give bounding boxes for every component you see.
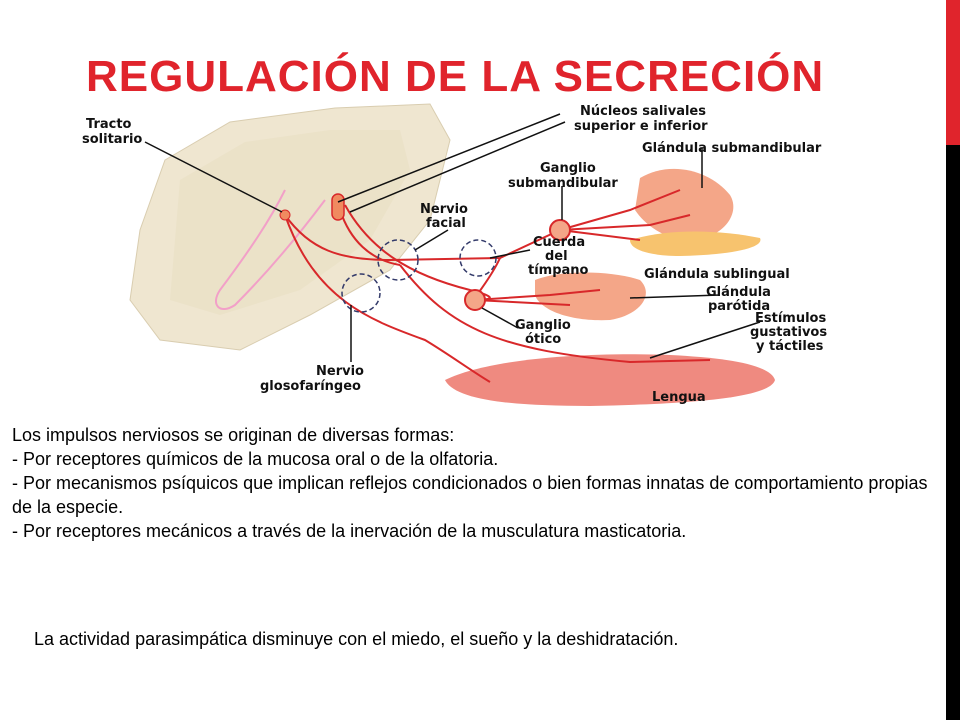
body-line: Los impulsos nerviosos se originan de di… bbox=[12, 425, 455, 445]
label-ganglio-sub-1: Ganglio bbox=[540, 161, 596, 176]
body-line: - Por receptores mecánicos a través de l… bbox=[12, 521, 687, 541]
side-bar bbox=[946, 0, 960, 720]
label-glosofaringeo-2: glosofaríngeo bbox=[260, 379, 361, 394]
label-nervio-facial-1: Nervio bbox=[420, 202, 468, 217]
label-tracto-1: Tracto bbox=[86, 117, 132, 132]
nerve-sections bbox=[341, 239, 497, 313]
body-text: Los impulsos nerviosos se originan de di… bbox=[12, 423, 938, 543]
label-gland-subling: Glándula sublingual bbox=[644, 267, 790, 282]
label-ganglio-otico-1: Ganglio bbox=[515, 318, 571, 333]
label-tracto-2: solitario bbox=[82, 132, 142, 147]
label-estimulos-3: y táctiles bbox=[756, 339, 824, 354]
label-ganglio-sub-2: submandibular bbox=[508, 176, 618, 191]
leader-lines bbox=[144, 113, 761, 362]
label-cuerda-1: Cuerda bbox=[533, 235, 585, 250]
label-lengua: Lengua bbox=[652, 390, 706, 405]
label-parotida-1: Glándula bbox=[706, 285, 771, 300]
label-cuerda-3: tímpano bbox=[528, 263, 589, 278]
label-parotida-2: parótida bbox=[708, 299, 770, 314]
salivary-nucleus bbox=[331, 193, 345, 221]
slide-title: REGULACIÓN DE LA SECRECIÓN bbox=[86, 52, 825, 101]
label-estimulos-1: Estímulos bbox=[755, 311, 826, 326]
parotid-gland bbox=[535, 272, 646, 321]
label-ganglio-otico-2: ótico bbox=[525, 332, 561, 347]
label-nucleos-1: Núcleos salivales bbox=[580, 104, 706, 119]
side-accent bbox=[946, 0, 960, 145]
sublingual-gland bbox=[630, 231, 761, 256]
label-nervio-facial-2: facial bbox=[426, 216, 466, 231]
salivary-regulation-diagram: Tracto solitario Núcleos salivales super… bbox=[82, 103, 827, 406]
label-gland-submand: Glándula submandibular bbox=[642, 141, 822, 156]
label-estimulos-2: gustativos bbox=[750, 325, 827, 340]
body-line: - Por mecanismos psíquicos que implican … bbox=[12, 473, 928, 517]
label-cuerda-2: del bbox=[545, 249, 568, 264]
solitary-tract-cell bbox=[279, 209, 291, 221]
label-glosofaringeo-1: Nervio bbox=[316, 364, 364, 379]
submandibular-ganglion bbox=[549, 219, 571, 241]
tongue bbox=[445, 354, 775, 406]
otic-ganglion bbox=[464, 289, 486, 311]
label-nucleos-2: superior e inferior bbox=[574, 119, 708, 134]
note-text: La actividad parasimpática disminuye con… bbox=[34, 629, 679, 649]
submandibular-gland bbox=[635, 168, 734, 240]
brainstem-outline bbox=[215, 189, 326, 310]
body-line: - Por receptores químicos de la mucosa o… bbox=[12, 449, 499, 469]
